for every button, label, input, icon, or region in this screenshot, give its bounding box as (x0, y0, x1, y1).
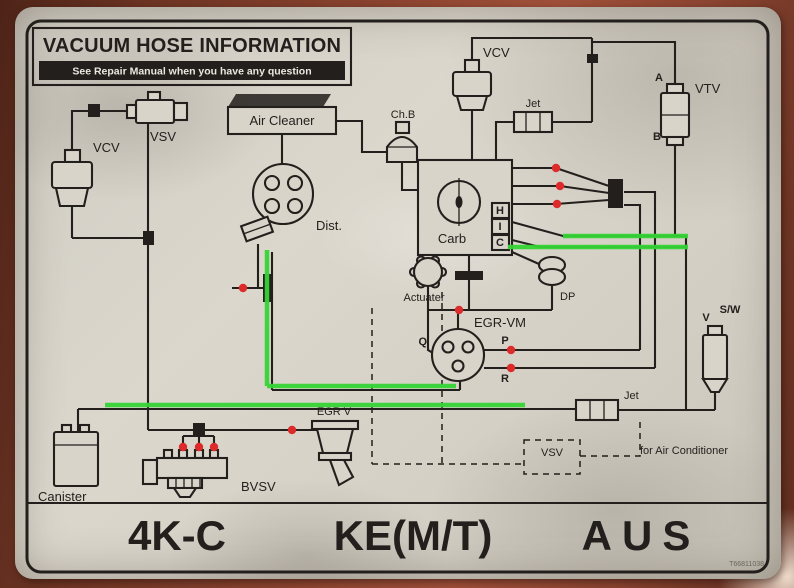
label-subtitle: See Repair Manual when you have any ques… (72, 66, 311, 78)
vcv-left-label: VCV (93, 140, 120, 155)
egr-vm-label: EGR-VM (474, 315, 526, 330)
air-cleaner-box (226, 94, 338, 136)
egr-vacuum-modulator (430, 327, 486, 383)
port-q-label: Q (418, 336, 427, 348)
canister-label: Canister (38, 489, 87, 504)
subtitle-bar (39, 61, 345, 80)
port-r-label: R (501, 373, 509, 385)
actuator (408, 255, 448, 289)
distributor-label: Dist. (316, 218, 342, 233)
chb-label: Ch.B (391, 109, 415, 121)
market-code: AUS (582, 512, 701, 559)
actuator-label: Actuater (404, 292, 445, 304)
title-box (31, 26, 353, 87)
jet-right-label: Jet (624, 390, 639, 402)
port-p-label: P (501, 335, 508, 347)
vsv-top-label: VSV (150, 129, 176, 144)
bvsv-valve (141, 448, 229, 499)
dp-diaphragm (537, 255, 567, 287)
air-cleaner-label: Air Cleaner (249, 113, 315, 128)
port-b-label: B (653, 131, 661, 143)
vacuum-switch (701, 324, 729, 394)
vcv-left-valve (50, 148, 94, 208)
vacuum-advance-capsule (239, 215, 275, 243)
valve-v-label: V (702, 312, 710, 324)
vsv-bottom-label: VSV (541, 447, 564, 459)
for-air-conditioner-label: for Air Conditioner (640, 445, 728, 457)
green-highlight-lines (105, 233, 688, 408)
component-labels: VCV VSV Air Cleaner Dist. Ch.B VCV Jet A… (38, 45, 741, 504)
model-code: KE(M/T) (334, 512, 493, 559)
vtv-valve (659, 82, 691, 147)
valve-sw-label: S/W (720, 304, 741, 316)
vtv-label: VTV (695, 81, 721, 96)
red-marker-dots (178, 163, 565, 452)
carburetor (416, 158, 514, 257)
charcoal-canister (52, 423, 100, 488)
vcv-center-valve (451, 58, 493, 112)
egr-v-label: EGR V (317, 406, 352, 418)
port-a-label: A (655, 72, 663, 84)
components (50, 58, 729, 499)
label-border (25, 19, 770, 574)
distributor (239, 162, 315, 243)
jet-top-label: Jet (526, 98, 541, 110)
egr-valve (310, 419, 360, 487)
hic-h-label: H (496, 205, 504, 217)
engine-code: 4K-C (128, 512, 226, 559)
footer-row: 4K-C KE(M/T) AUS T66811038 (128, 512, 764, 568)
vsv-top-valve (88, 90, 189, 125)
jet-top (512, 110, 554, 134)
part-number: T66811038 (729, 561, 764, 568)
hic-i-label: I (498, 221, 501, 233)
charcoal-chamber (385, 120, 419, 164)
dp-label: DP (560, 291, 575, 303)
title-block: VACUUM HOSE INFORMATION See Repair Manua… (31, 26, 353, 87)
bvsv-label: BVSV (241, 479, 276, 494)
vcv-center-label: VCV (483, 45, 510, 60)
carb-label: Carb (438, 231, 466, 246)
hic-c-label: C (496, 237, 504, 249)
label-title: VACUUM HOSE INFORMATION (43, 35, 341, 57)
jet-right (574, 398, 620, 422)
hose-lines (70, 36, 717, 450)
